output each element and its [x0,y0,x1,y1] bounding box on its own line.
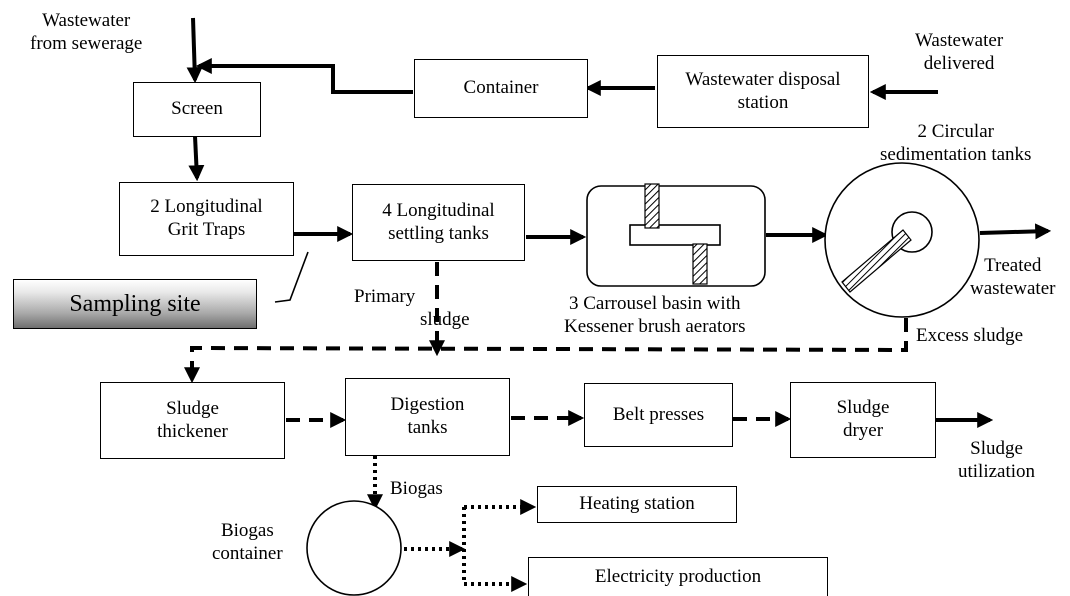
label-line: container [212,542,283,564]
sludge-dryer-box: Sludge dryer [790,382,936,458]
sludge-thickener-box: Sludge thickener [100,382,285,459]
label-line: sedimentation tanks [880,143,1032,165]
biogas-container-label: Biogas container [212,520,283,566]
label-line: Wastewater [42,10,131,31]
screen-box: Screen [133,82,261,137]
label-line: wastewater [970,277,1056,299]
label-line: Primary [354,286,416,307]
disposal-station-label: Wastewater disposal station [685,68,841,113]
wastewater-delivered-label: Wastewater delivered [915,30,1003,76]
label-line: sludge [420,308,470,330]
scraper-bridge-icon [841,229,912,293]
heating-station-label: Heating station [579,493,695,515]
excess-sludge-label: Excess sludge [916,325,1024,346]
sludge-thickener-label: Sludge thickener [157,397,228,442]
container-to-screen-arrow [195,58,413,94]
heating-station-box: Heating station [537,486,737,523]
carrousel-label: 3 Carrousel basin with Kessener brush ae… [564,293,745,339]
grit-traps-label: 2 Longitudinal Grit Traps [150,196,263,240]
label-line: Biogas [220,520,274,541]
digestion-tanks-box: Digestion tanks [345,378,510,456]
treated-wastewater-label: Treated wastewater [970,255,1055,301]
belt-presses-box: Belt presses [584,383,733,447]
label-line: Kessener brush aerators [564,315,746,337]
sewerage-inflow-arrow [186,17,203,84]
label-line: Sludge [970,438,1023,459]
sludge-utilization-label: Sludge utilization [958,438,1035,484]
belt-presses-label: Belt presses [612,403,705,425]
label-line: 2 Circular [917,121,994,142]
electricity-production-label: Electricity production [594,565,762,587]
settling-tanks-box: 4 Longitudinal settling tanks [352,184,525,261]
biogas-label: Biogas [390,478,443,499]
brush-aerator-top-icon [644,183,660,229]
brush-aerator-bottom-icon [692,243,708,285]
biogas-container-circle [306,500,402,596]
sludge-dryer-label: Sludge dryer [836,397,890,441]
label-line: utilization [958,460,1036,482]
grit-traps-box: 2 Longitudinal Grit Traps [119,182,294,256]
label-line: Treated [984,255,1042,276]
excess-sludge-line [184,318,908,384]
circular-tanks-label: 2 Circular sedimentation tanks [880,121,1031,167]
treated-outflow-arrow [979,223,1052,240]
container-label: Container [463,77,539,99]
digestion-tanks-label: Digestion tanks [390,394,465,438]
container-box: Container [414,59,588,118]
label-line: 3 Carrousel basin with [568,293,741,314]
screen-to-grit-arrow [188,135,205,182]
label-line: Wastewater [915,30,1004,51]
label-line: from sewerage [30,32,143,54]
screen-label: Screen [171,98,223,120]
wastewater-from-sewerage-label: Wastewater from sewerage [30,10,142,56]
sampling-site-label: Sampling site [69,290,201,317]
disposal-station-box: Wastewater disposal station [657,55,869,128]
carrousel-channel [629,224,721,246]
label-line: delivered [923,52,995,74]
sampling-pointer [274,251,309,303]
settling-tanks-label: 4 Longitudinal settling tanks [382,199,495,244]
sampling-site-box: Sampling site [13,279,257,329]
electricity-production-box: Electricity production [528,557,828,596]
primary-sludge-label: Primary sludge [352,286,470,332]
